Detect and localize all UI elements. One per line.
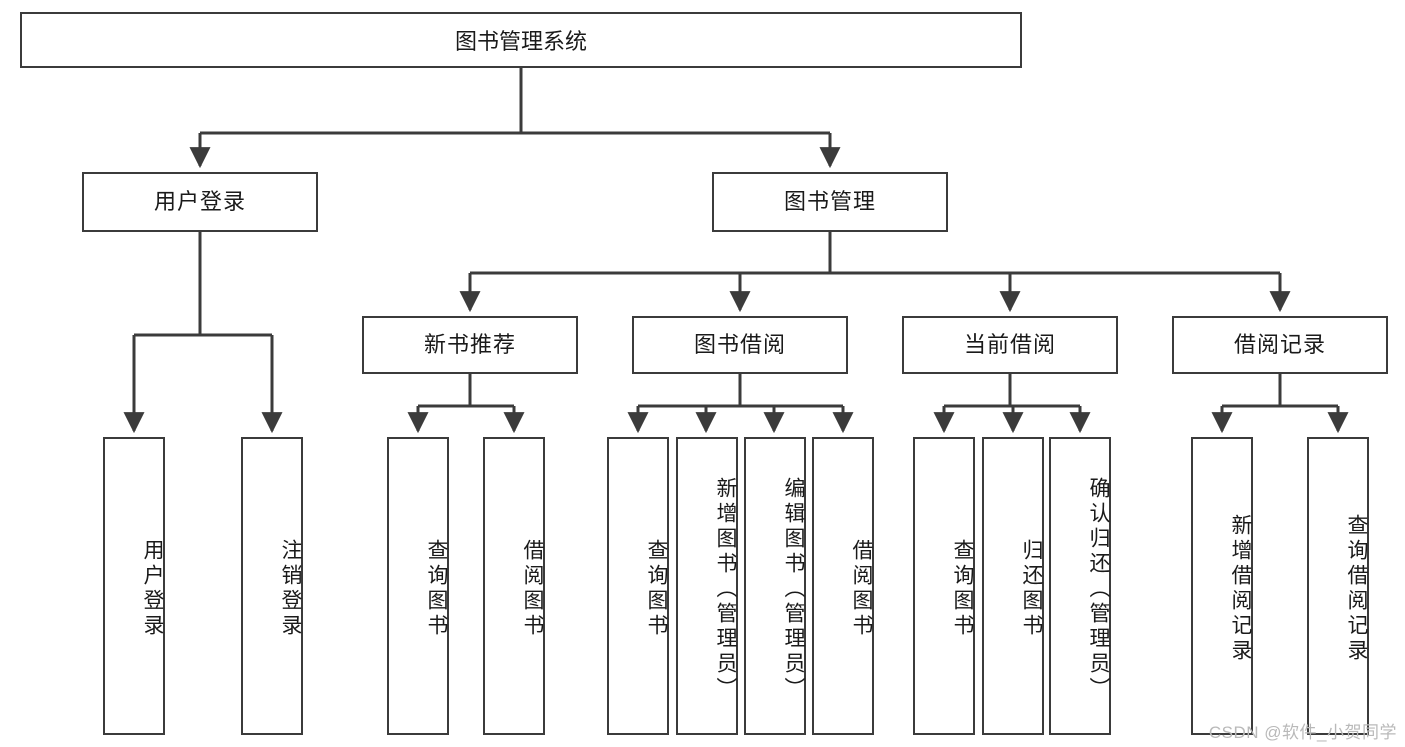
leaf-add-borrow-record[interactable]: 新增借阅记录 xyxy=(1191,437,1253,735)
node-book-borrowing[interactable]: 图书借阅 xyxy=(632,316,848,374)
node-label: 借阅记录 xyxy=(1233,331,1326,357)
leaf-return-book[interactable]: 归还图书 xyxy=(982,437,1044,735)
node-label: 新增图书（管理员） xyxy=(714,476,737,702)
node-borrowing-records[interactable]: 借阅记录 xyxy=(1172,316,1388,374)
leaf-query-book-new[interactable]: 查询图书 xyxy=(387,437,449,735)
node-root-book-management-system[interactable]: 图书管理系统 xyxy=(20,12,1022,68)
node-label: 查询借阅记录 xyxy=(1345,514,1368,664)
leaf-borrow-book[interactable]: 借阅图书 xyxy=(812,437,874,735)
node-label: 确认归还（管理员） xyxy=(1087,476,1110,702)
csdn-watermark: CSDN @软件_小贺同学 xyxy=(1208,723,1397,742)
node-label: 图书借阅 xyxy=(693,331,786,357)
node-label: 归还图书 xyxy=(1020,539,1043,639)
node-label: 新增借阅记录 xyxy=(1229,514,1252,664)
leaf-borrow-book-new[interactable]: 借阅图书 xyxy=(483,437,545,735)
node-label: 编辑图书（管理员） xyxy=(782,476,805,702)
node-label: 查询图书 xyxy=(645,539,668,639)
node-label: 图书管理系统 xyxy=(454,29,587,54)
node-current-borrowing[interactable]: 当前借阅 xyxy=(902,316,1118,374)
leaf-confirm-return-admin[interactable]: 确认归还（管理员） xyxy=(1049,437,1111,735)
leaf-logout[interactable]: 注销登录 xyxy=(241,437,303,735)
leaf-query-book-borrow[interactable]: 查询图书 xyxy=(607,437,669,735)
node-label: 用户登录 xyxy=(141,539,164,639)
node-user-login[interactable]: 用户登录 xyxy=(82,172,318,232)
leaf-add-book-admin[interactable]: 新增图书（管理员） xyxy=(676,437,738,735)
node-label: 注销登录 xyxy=(279,539,302,639)
leaf-query-borrow-record[interactable]: 查询借阅记录 xyxy=(1307,437,1369,735)
node-label: 用户登录 xyxy=(153,188,246,214)
node-new-book-recommendation[interactable]: 新书推荐 xyxy=(362,316,578,374)
node-label: 借阅图书 xyxy=(521,539,544,639)
leaf-query-book-current[interactable]: 查询图书 xyxy=(913,437,975,735)
node-label: 借阅图书 xyxy=(850,539,873,639)
node-label: 新书推荐 xyxy=(423,331,516,357)
node-label: 图书管理 xyxy=(783,188,876,214)
leaf-user-login[interactable]: 用户登录 xyxy=(103,437,165,735)
node-book-management[interactable]: 图书管理 xyxy=(712,172,948,232)
node-label: 当前借阅 xyxy=(963,331,1056,357)
node-label: 查询图书 xyxy=(425,539,448,639)
node-label: 查询图书 xyxy=(951,539,974,639)
leaf-edit-book-admin[interactable]: 编辑图书（管理员） xyxy=(744,437,806,735)
